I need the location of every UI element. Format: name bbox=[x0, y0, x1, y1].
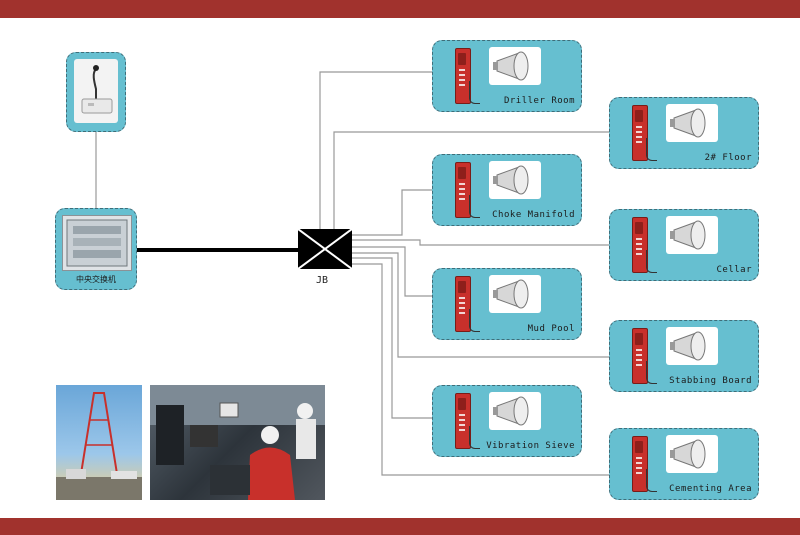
desk-microphone-node[interactable] bbox=[66, 52, 126, 132]
horn-speaker-icon bbox=[666, 327, 718, 365]
station-vibration-sieve[interactable]: Vibration Sieve bbox=[432, 385, 582, 457]
station-label: Stabbing Board bbox=[669, 376, 752, 386]
drilling-rig-photo bbox=[56, 385, 142, 500]
horn-speaker-icon bbox=[489, 47, 541, 85]
switch-cabinet-icon bbox=[62, 215, 132, 271]
station-stabbing-board[interactable]: Stabbing Board bbox=[609, 320, 759, 392]
desk-microphone-icon bbox=[74, 59, 118, 123]
station-label: Mud Pool bbox=[527, 324, 575, 334]
horn-speaker-icon bbox=[489, 161, 541, 199]
station-cementing-area[interactable]: Cementing Area bbox=[609, 428, 759, 500]
station-label: 2# Floor bbox=[704, 153, 752, 163]
station-label: Choke Manifold bbox=[492, 210, 575, 220]
main-switch-node[interactable]: 中央交换机 bbox=[55, 208, 137, 290]
station-cellar[interactable]: Cellar bbox=[609, 209, 759, 281]
junction-box-label: JB bbox=[316, 275, 329, 286]
explosion-proof-phone-icon bbox=[455, 48, 471, 104]
horn-speaker-icon bbox=[666, 104, 718, 142]
horn-speaker-icon bbox=[489, 275, 541, 313]
station-label: Cementing Area bbox=[669, 484, 752, 494]
junction-box-icon[interactable] bbox=[297, 228, 353, 270]
explosion-proof-phone-icon bbox=[455, 276, 471, 332]
station-driller-room[interactable]: Driller Room bbox=[432, 40, 582, 112]
horn-speaker-icon bbox=[666, 435, 718, 473]
station-choke-manifold[interactable]: Choke Manifold bbox=[432, 154, 582, 226]
bottom-band bbox=[0, 518, 800, 535]
explosion-proof-phone-icon bbox=[632, 105, 648, 161]
station-label: Driller Room bbox=[503, 96, 575, 106]
explosion-proof-phone-icon bbox=[455, 393, 471, 449]
main-switch-label: 中央交换机 bbox=[76, 275, 116, 284]
horn-speaker-icon bbox=[666, 216, 718, 254]
explosion-proof-phone-icon bbox=[632, 217, 648, 273]
explosion-proof-phone-icon bbox=[632, 436, 648, 492]
station-label: Cellar bbox=[716, 265, 752, 275]
horn-speaker-icon bbox=[489, 392, 541, 430]
station-2-floor[interactable]: 2# Floor bbox=[609, 97, 759, 169]
station-mud-pool[interactable]: Mud Pool bbox=[432, 268, 582, 340]
station-label: Vibration Sieve bbox=[486, 441, 575, 451]
top-band bbox=[0, 0, 800, 18]
explosion-proof-phone-icon bbox=[632, 328, 648, 384]
driller-cabin-photo bbox=[150, 385, 325, 500]
explosion-proof-phone-icon bbox=[455, 162, 471, 218]
